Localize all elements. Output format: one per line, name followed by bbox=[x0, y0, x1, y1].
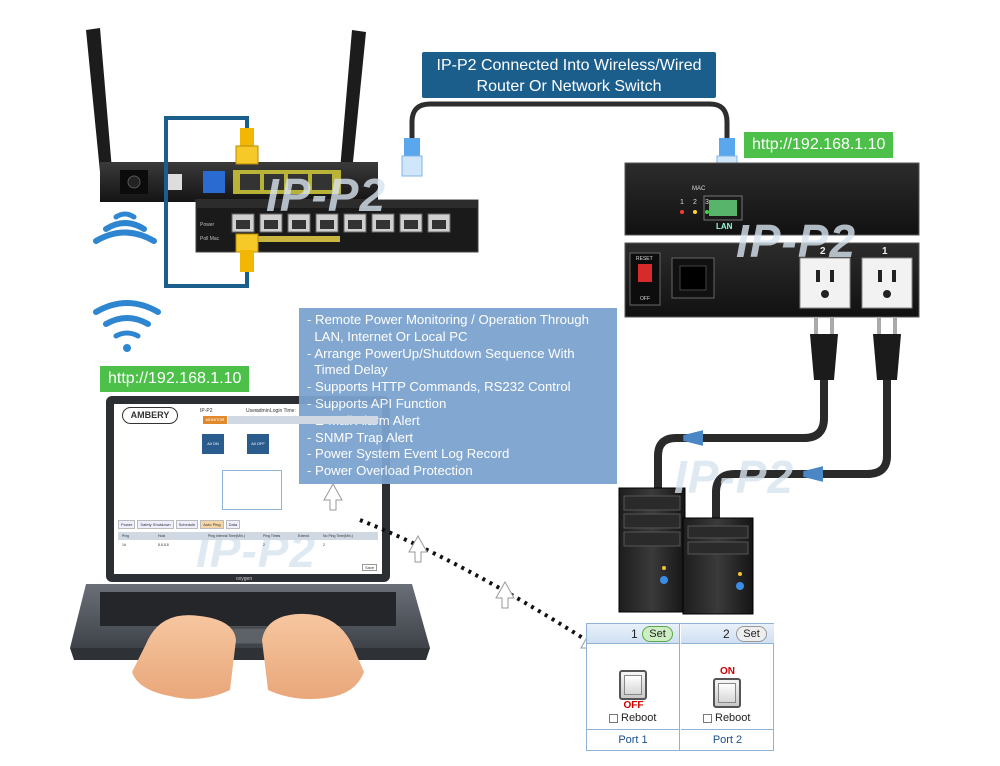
signal-path bbox=[359, 518, 588, 642]
feature-item: - Arrange PowerUp/Shutdown Sequence With bbox=[307, 345, 575, 361]
mini-td: 2 bbox=[323, 543, 325, 547]
all-on-tile[interactable]: All ON bbox=[202, 434, 224, 454]
mini-th: Ping Times bbox=[263, 534, 281, 538]
watermark: IP-P2 bbox=[266, 169, 387, 221]
mini-tab[interactable]: Auto Ping bbox=[200, 520, 224, 529]
nav-bar bbox=[228, 416, 378, 424]
port-1-column: 1 Set OFF Reboot Port 1 bbox=[587, 624, 680, 750]
outlet-label-2: 2 bbox=[820, 246, 826, 257]
mini-td bbox=[208, 541, 263, 549]
mac-label: MAC bbox=[692, 186, 706, 192]
power-switch-off[interactable] bbox=[619, 670, 647, 700]
watermark: IP-P2 bbox=[674, 451, 795, 503]
mini-tabs: Power Safety Shutdown Schedule Auto Ping… bbox=[118, 520, 241, 529]
user-value: admin bbox=[256, 408, 270, 414]
port-state: ON bbox=[720, 666, 735, 677]
typing-hands bbox=[132, 613, 364, 699]
model-label: IP-P2 bbox=[200, 408, 213, 414]
laptop-ip-badge: http://192.168.1.10 bbox=[100, 366, 250, 392]
feature-item: - Remote Power Monitoring / Operation Th… bbox=[307, 312, 589, 327]
mini-td: 8.8.8.8 bbox=[158, 543, 169, 547]
port-header: 1 Set bbox=[587, 624, 679, 644]
ethernet-cable bbox=[409, 101, 730, 150]
device-ip-badge: http://192.168.1.10 bbox=[744, 132, 894, 158]
ip-p2-device bbox=[624, 162, 920, 318]
port-number: 1 bbox=[631, 627, 638, 641]
feature-item: LAN, Internet Or Local PC bbox=[307, 328, 468, 344]
power-cord bbox=[712, 380, 891, 520]
outlet-label-1: 1 bbox=[882, 246, 888, 257]
port-label: Port 2 bbox=[681, 729, 774, 750]
led-label-1: 1 bbox=[680, 199, 684, 206]
mini-td: 1# bbox=[122, 543, 126, 547]
arrow-icon bbox=[803, 466, 823, 482]
mini-td: 2 bbox=[263, 543, 265, 547]
port-number: 2 bbox=[723, 627, 730, 641]
feature-item: - Supports API Function bbox=[307, 395, 447, 411]
all-off-tile[interactable]: All OFF bbox=[247, 434, 269, 454]
watermark: IP-P2 bbox=[736, 215, 857, 267]
reboot-option[interactable]: Reboot bbox=[609, 712, 656, 724]
ambery-logo: AMBERY bbox=[122, 407, 178, 424]
wifi-icon bbox=[93, 300, 161, 352]
wifi-router bbox=[86, 28, 378, 202]
mini-tab[interactable]: Safety Shutdown bbox=[137, 520, 174, 529]
computer-tower bbox=[682, 517, 754, 615]
mini-save-button[interactable]: Save bbox=[362, 564, 378, 571]
connection-callout: IP-P2 Connected Into Wireless/Wired Rout… bbox=[422, 52, 716, 98]
mini-th: No Ping Time(Min.) bbox=[323, 534, 353, 538]
user-label: User: bbox=[246, 408, 258, 414]
computer-tower bbox=[618, 487, 686, 613]
reboot-option[interactable]: Reboot bbox=[703, 712, 750, 724]
power-plug bbox=[810, 318, 901, 380]
reboot-checkbox[interactable] bbox=[609, 713, 618, 723]
feature-item: - Supports HTTP Commands, RS232 Control bbox=[307, 379, 571, 395]
mini-th: Host bbox=[158, 534, 166, 538]
patch-cable-loop bbox=[164, 116, 249, 288]
mini-table-header: Ping Host Ping Interval Time(Min.) Ping … bbox=[118, 532, 378, 540]
led-label-2: 2 bbox=[693, 199, 697, 206]
mini-th: Extend bbox=[298, 534, 309, 538]
reboot-checkbox[interactable] bbox=[703, 713, 712, 723]
set-button[interactable]: Set bbox=[736, 626, 767, 642]
feature-item: - Power Overload Protection bbox=[307, 463, 473, 479]
mini-th: Ping Interval Time(Min.) bbox=[208, 534, 245, 538]
callout-line-2: Router Or Network Switch bbox=[476, 78, 662, 95]
router-label-pollmac: Poll Mac bbox=[200, 236, 220, 242]
lan-label: LAN bbox=[716, 222, 733, 231]
mini-th: Ping bbox=[122, 534, 130, 538]
login-time-label: Login Time: bbox=[270, 408, 296, 414]
reset-label: RESET bbox=[636, 256, 653, 262]
led-label-3: 3 bbox=[705, 199, 709, 206]
router-label-power: Power bbox=[200, 222, 215, 228]
yellow-rj45-connector bbox=[235, 128, 259, 165]
feature-item: - SNMP Trap Alert bbox=[307, 429, 414, 445]
mini-table-row: 1# 8.8.8.8 2 2 bbox=[118, 541, 378, 549]
port-control-panel: 1 Set OFF Reboot Port 1 2 Set ON Reboot … bbox=[586, 623, 774, 751]
reboot-label: Reboot bbox=[621, 712, 657, 724]
mini-tab[interactable]: Schedule bbox=[175, 520, 199, 529]
mini-tab[interactable]: Data bbox=[225, 520, 241, 529]
callout-line-1: IP-P2 Connected Into Wireless/Wired bbox=[436, 57, 702, 74]
reboot-label: Reboot bbox=[715, 712, 751, 724]
arrow-icon bbox=[683, 430, 703, 446]
wifi-icon bbox=[93, 211, 157, 244]
port-label: Port 1 bbox=[587, 729, 679, 750]
feature-list: - Remote Power Monitoring / Operation Th… bbox=[299, 308, 617, 484]
port-header: 2 Set bbox=[681, 624, 774, 644]
feature-item: Timed Delay bbox=[307, 362, 388, 378]
port-2-column: 2 Set ON Reboot Port 2 bbox=[681, 624, 774, 750]
power-switch-on[interactable] bbox=[713, 678, 741, 708]
tab-monitor[interactable]: MONITOR bbox=[203, 416, 227, 424]
off-label: OFF bbox=[640, 296, 650, 302]
port-state: OFF bbox=[623, 700, 644, 711]
power-cord bbox=[654, 380, 828, 490]
mini-tab[interactable]: Power bbox=[118, 520, 136, 529]
laptop-brand: oxygen bbox=[236, 576, 253, 582]
feature-item: - Power System Event Log Record bbox=[307, 446, 510, 462]
mini-port-panel bbox=[222, 470, 282, 510]
yellow-rj45-connector bbox=[235, 233, 259, 272]
mini-td bbox=[298, 541, 323, 549]
set-button[interactable]: Set bbox=[642, 626, 673, 642]
